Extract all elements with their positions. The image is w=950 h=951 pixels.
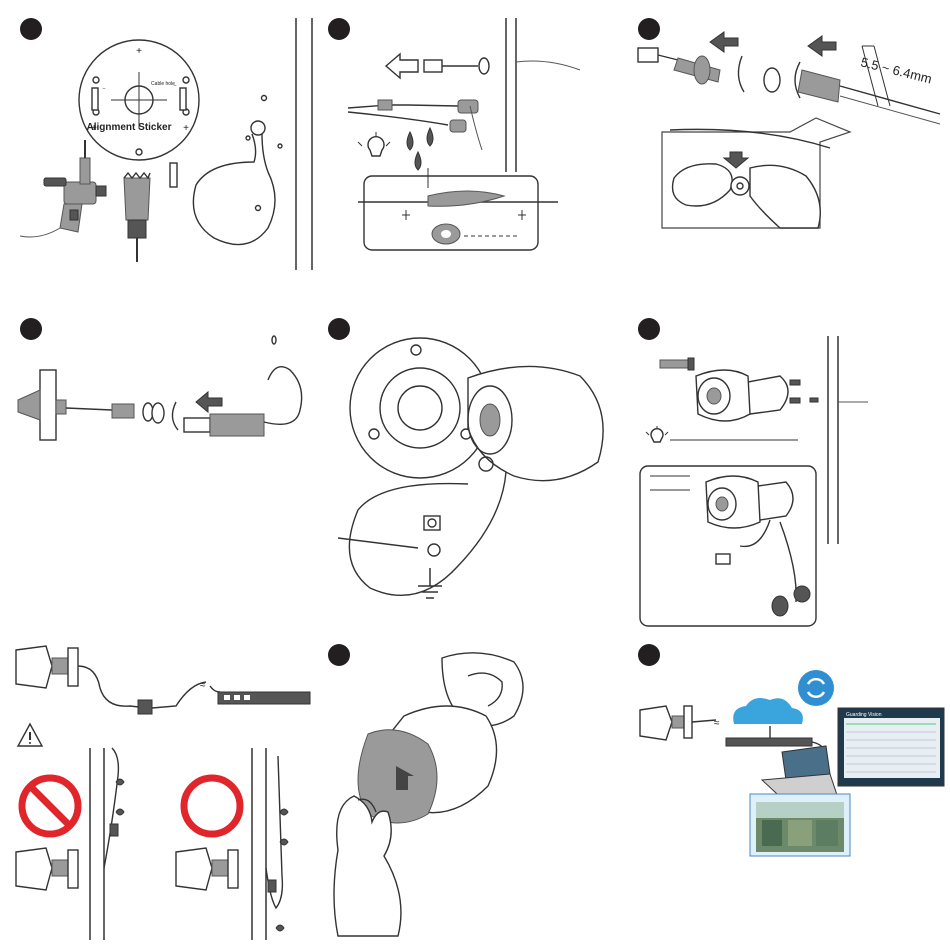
camera-with-base: [696, 370, 788, 421]
waterproof-tape-callout: [358, 168, 558, 250]
camera-body: [468, 366, 603, 480]
panel-step-8: [318, 636, 630, 951]
cable-connection-illustration: [0, 310, 318, 630]
panel-step-6: [630, 310, 950, 630]
panel-step-5: [318, 310, 630, 630]
camera-front-view: [358, 706, 497, 823]
wrong-cable-routing: [16, 748, 124, 940]
cable-drip-loop-illustration: ≈: [0, 636, 318, 951]
rotate-arrow-icon: [172, 402, 178, 430]
cloud-icon: [733, 698, 803, 724]
sticker-title: Alignment Sticker: [86, 122, 171, 133]
drilling-illustration: + + + – –: [0, 0, 310, 300]
svg-text:+: +: [136, 46, 142, 57]
client-software-screenshot: [838, 708, 944, 786]
lock-nut: [674, 56, 720, 84]
lightbulb-icon: [646, 426, 668, 442]
prohibited-icon: [22, 778, 78, 834]
camera-side-view: [640, 706, 692, 740]
network-switch-icon: [726, 738, 812, 746]
mounting-base: [18, 370, 66, 440]
grounding-illustration: [318, 310, 630, 630]
wire-break-symbol: ≈: [200, 680, 206, 691]
waterproof-jacket-illustration: 5.5 ~ 6.4mm: [630, 0, 950, 300]
grounding-callout: [338, 472, 506, 595]
camera-mounting-illustration: [630, 310, 950, 630]
lightbulb-icon: [358, 132, 390, 156]
rj45-connector-icon: [424, 58, 489, 74]
camera-side-view: [16, 646, 78, 688]
cable-diameter-label: 5.5 ~ 6.4mm: [859, 54, 933, 86]
wire-break-symbol: ≈: [714, 718, 720, 729]
allowed-icon: [184, 778, 240, 834]
correct-cable-routing: [176, 748, 288, 940]
hole-saw-icon: [124, 173, 150, 262]
warning-icon: [18, 724, 42, 746]
panel-step-4: [0, 310, 318, 630]
panel-step-2: [318, 0, 628, 300]
panel-step-3: 5.5 ~ 6.4mm: [630, 0, 950, 300]
cable-tuck-callout: [640, 466, 816, 626]
waterdrop-icon: [407, 128, 433, 170]
cable-routing-illustration: [318, 0, 628, 300]
wall-hole-callout: [193, 96, 282, 245]
panel-step-9: ≈ Guarding Vision: [630, 636, 950, 951]
panel-step-7: ≈: [0, 636, 318, 951]
network-switch-icon: [218, 692, 310, 704]
left-arrow-icon: [196, 392, 222, 412]
svg-text:+: +: [183, 123, 189, 134]
app-title: Guarding Vision: [846, 712, 882, 718]
sticker-cable-hole-label: Cable hole: [151, 81, 175, 87]
live-view-screenshot: [750, 794, 850, 856]
left-arrow-icon: [386, 54, 418, 78]
rj45-connector-icon: [638, 48, 678, 62]
rubber-seal-ring: [764, 68, 780, 92]
svg-text:–: –: [103, 86, 106, 92]
panel-step-1: + + + – –: [0, 0, 310, 300]
left-arrow-icon: [710, 32, 836, 56]
network-access-illustration: ≈ Guarding Vision: [630, 636, 950, 951]
seal-insertion-callout: [662, 118, 850, 228]
lan-connector: [66, 403, 164, 423]
remove-film-illustration: [318, 636, 630, 951]
sync-icon: [798, 670, 834, 706]
drill-icon: [20, 140, 106, 237]
